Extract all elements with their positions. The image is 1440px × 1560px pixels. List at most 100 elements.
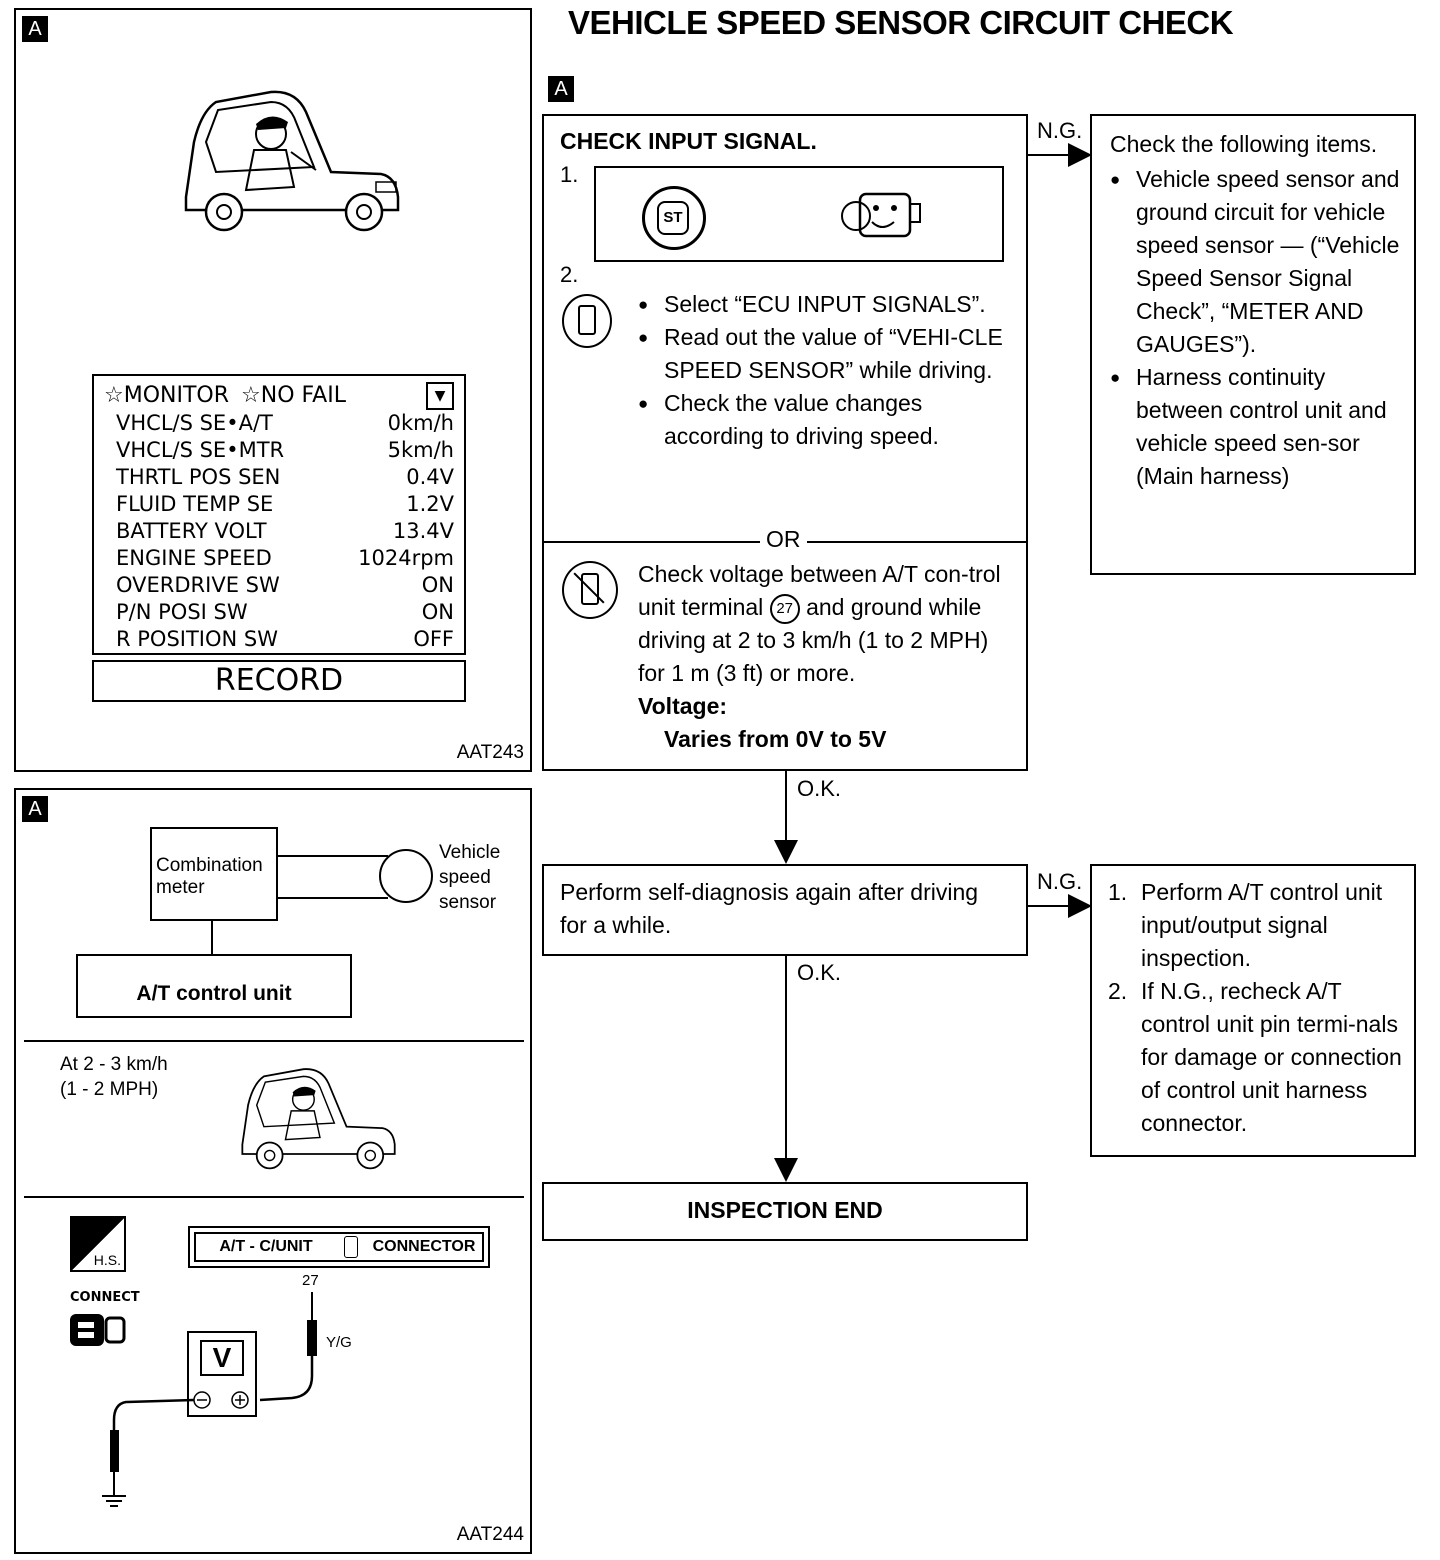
combination-meter-label: Combination: [156, 855, 263, 876]
figure-code: AAT243: [456, 742, 524, 763]
monitor-item-label: VHCL/S SE•A/T: [116, 410, 273, 435]
monitor-item-value: OFF: [413, 626, 454, 651]
ignition-start-figure: ST: [594, 166, 1004, 262]
monitor-row: OVERDRIVE SW ON: [116, 571, 454, 598]
instruction-bullet: Read out the value of “VEHI-CLE SPEED SE…: [638, 321, 1008, 387]
connector-right-label: CONNECTOR: [372, 1238, 476, 1255]
sensor-label-line: speed: [439, 867, 491, 888]
circuit-diagram-lines: [211, 849, 433, 954]
start-label: ST: [657, 201, 689, 235]
divider: [24, 1196, 524, 1198]
monitor-item-value: 1024rpm: [358, 545, 454, 570]
step-heading: CHECK INPUT SIGNAL.: [560, 128, 817, 154]
check-item: Vehicle speed sensor and ground circuit …: [1110, 163, 1402, 361]
ng-action-items: 1. Perform A/T control unit input/output …: [1108, 876, 1404, 1140]
action-item-text: Perform A/T control unit input/output si…: [1141, 879, 1383, 971]
probe-terminal-number: 27: [302, 1272, 319, 1289]
page-title: VEHICLE SPEED SENSOR CIRCUIT CHECK: [568, 4, 1234, 41]
ng-intro: Check the following items.: [1110, 131, 1378, 157]
instruction-bullet: Check the value changes according to dri…: [638, 387, 1008, 453]
monitor-item-value: 0.4V: [406, 464, 454, 489]
step1-instructions: Select “ECU INPUT SIGNALS”.Read out the …: [638, 288, 1008, 453]
circuit-figure-panel: A Combination meter Vehicle speed sensor…: [14, 788, 532, 1554]
record-button[interactable]: RECORD: [92, 660, 466, 702]
speed-condition-label: At 2 - 3 km/h (1 - 2 MPH): [60, 1052, 168, 1102]
ng-check-items-box: Check the following items. Vehicle speed…: [1090, 114, 1416, 575]
check-input-signal-box: CHECK INPUT SIGNAL. 1. ST 2. Select “ECU…: [542, 114, 1028, 771]
ok-label: O.K.: [797, 960, 842, 985]
voltage-check-instructions: Check voltage between A/T con-trol unit …: [638, 558, 1008, 756]
sensor-label-line: Vehicle: [439, 842, 501, 863]
car-driver-illustration: [184, 90, 400, 232]
voltage-label: Voltage:: [638, 693, 728, 719]
vehicle-speed-sensor-label: Vehicle speed sensor: [439, 840, 500, 915]
connect-icon: [68, 1310, 128, 1350]
action-item: 1. Perform A/T control unit input/output …: [1108, 876, 1404, 975]
ng-label: N.G.: [1037, 118, 1083, 143]
speed-line: At 2 - 3 km/h: [60, 1054, 168, 1075]
monitor-row: R POSITION SW OFF: [116, 625, 454, 652]
terminal-number-badge: 27: [769, 594, 800, 624]
speed-line: (1 - 2 MPH): [60, 1079, 159, 1100]
monitor-item-value: ON: [421, 572, 454, 597]
star-icon: ☆: [104, 383, 124, 408]
connector-inner: A/T - C/UNIT CONNECTOR: [194, 1232, 484, 1262]
monitor-item-label: P/N POSI SW: [116, 599, 248, 624]
combination-meter-label: meter: [156, 877, 205, 898]
monitor-item-value: 13.4V: [392, 518, 454, 543]
action-item: 2. If N.G., recheck A/T control unit pin …: [1108, 975, 1404, 1140]
connect-label: CONNECT: [70, 1290, 140, 1305]
sensor-label-line: sensor: [439, 892, 497, 913]
wire-color-label: Y/G: [326, 1334, 352, 1351]
monitor-item-label: R POSITION SW: [116, 626, 279, 651]
at-control-unit-box: A/T control unit: [76, 954, 352, 1018]
ignition-key-icon: ST: [642, 186, 706, 250]
engine-running-icon: [841, 192, 921, 238]
ok-label: O.K.: [797, 776, 842, 801]
ng-label: N.G.: [1037, 869, 1083, 894]
voltmeter-display: V: [200, 1340, 244, 1376]
car-driver-illustration: [241, 1068, 396, 1170]
instruction-bullet: Select “ECU INPUT SIGNALS”.: [638, 288, 1008, 321]
no-tester-icon: [562, 561, 618, 619]
inspection-end-box: INSPECTION END: [542, 1182, 1028, 1241]
inspection-end-label: INSPECTION END: [687, 1197, 883, 1223]
monitor-item-label: VHCL/S SE•MTR: [116, 437, 285, 462]
action-item-number: 1.: [1108, 879, 1128, 905]
ng-action-box: 1. Perform A/T control unit input/output …: [1090, 864, 1416, 1157]
monitor-row: FLUID TEMP SE 1.2V: [116, 490, 454, 517]
voltage-check-text: Check voltage between A/T con-trol unit …: [638, 561, 1001, 620]
self-diagnosis-box: Perform self-diagnosis again after drivi…: [542, 864, 1028, 956]
step-number: 1.: [560, 162, 579, 187]
section-tag: A: [548, 76, 574, 102]
monitor-label: MONITOR: [123, 383, 230, 408]
check-item: Harness continuity between control unit …: [1110, 361, 1402, 493]
figure-code: AAT244: [456, 1524, 524, 1545]
monitor-item-label: THRTL POS SEN: [116, 464, 281, 489]
monitor-row: VHCL/S SE•MTR 5km/h: [116, 436, 454, 463]
self-diagnosis-text: Perform self-diagnosis again after drivi…: [560, 879, 979, 938]
monitor-row: THRTL POS SEN 0.4V: [116, 463, 454, 490]
combination-meter-box: Combination meter: [150, 827, 278, 921]
monitor-item-label: ENGINE SPEED: [116, 545, 272, 570]
connector-left-label: A/T - C/UNIT: [219, 1238, 313, 1255]
action-item-number: 2.: [1108, 978, 1128, 1004]
voltage-check-text: and ground while driving at 2 to 3 km/h …: [638, 594, 989, 686]
monitor-item-label: FLUID TEMP SE: [116, 491, 274, 516]
divider: [24, 1040, 524, 1042]
connector-latch-icon: [344, 1236, 358, 1258]
monitor-item-value: 1.2V: [406, 491, 454, 516]
at-cunit-connector: A/T - C/UNIT CONNECTOR: [188, 1226, 490, 1268]
monitor-item-label: OVERDRIVE SW: [116, 572, 280, 597]
consult-tester-icon: [562, 294, 612, 348]
monitor-row: ENGINE SPEED 1024rpm: [116, 544, 454, 571]
harness-connector-icon: H.S.: [70, 1216, 126, 1272]
section-tag: A: [22, 16, 48, 42]
action-item-text: If N.G., recheck A/T control unit pin te…: [1141, 978, 1402, 1136]
monitor-item-value: 5km/h: [387, 437, 454, 462]
